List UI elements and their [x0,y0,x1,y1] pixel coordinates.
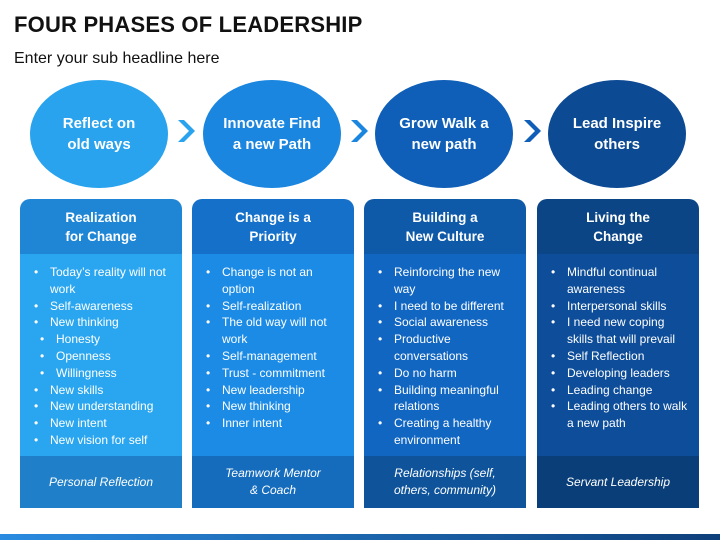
bullet-item: Building meaningful relations [372,382,518,416]
phase-card-body: Mindful continual awarenessInterpersonal… [537,254,699,456]
bullet-item: Productive conversations [372,331,518,365]
phase-circle-label: Grow Walk a new path [399,115,489,153]
phase-card-list: Reinforcing the new wayI need to be diff… [372,264,518,449]
bullet-item: Interpersonal skills [545,298,691,315]
phase-card-header-text: Living the Change [586,209,650,244]
phase-card-header-text: Realization for Change [65,209,137,244]
bullet-item: New skills [28,382,174,399]
phase-card-footer: Personal Reflection [20,456,182,508]
phase-card-list: Today’s reality will not workSelf-awaren… [28,264,174,449]
phase-card-header: Building a New Culture [364,199,526,254]
page-title: FOUR PHASES OF LEADERSHIP [14,12,363,37]
bullet-item: Openness [28,348,174,365]
phase-card-2: Change is a Priority Change is not an op… [192,199,354,508]
phase-card-body: Change is not an optionSelf-realizationT… [192,254,354,456]
phase-card-footer: Relationships (self, others, community) [364,456,526,508]
chevron-right-icon [351,120,368,142]
bullet-item: Honesty [28,331,174,348]
phase-card-footer-text: Teamwork Mentor & Coach [225,466,321,497]
bullet-item: Self-awareness [28,298,174,315]
page-subtitle: Enter your sub headline here [14,50,220,67]
phase-card-footer: Servant Leadership [537,456,699,508]
phase-card-body: Today’s reality will not workSelf-awaren… [20,254,182,456]
phase-card-header: Change is a Priority [192,199,354,254]
phase-card-4: Living the Change Mindful continual awar… [537,199,699,508]
phase-card-body: Reinforcing the new wayI need to be diff… [364,254,526,456]
bullet-item: I need to be different [372,298,518,315]
phase-card-header-text: Change is a Priority [235,209,311,244]
bullet-item: Change is not an option [200,264,346,298]
bullet-item: Social awareness [372,314,518,331]
bullet-item: New understanding [28,398,174,415]
phase-card-footer: Teamwork Mentor & Coach [192,456,354,508]
bullet-item: Trust - commitment [200,365,346,382]
phase-circle-3: Grow Walk a new path [375,80,513,188]
phase-circle-2: Innovate Find a new Path [203,80,341,188]
bullet-item: Creating a healthy environment [372,415,518,449]
phase-card-header: Realization for Change [20,199,182,254]
bullet-item: The old way will not work [200,314,346,348]
phase-card-header: Living the Change [537,199,699,254]
bullet-item: Mindful continual awareness [545,264,691,298]
phase-circle-4: Lead Inspire others [548,80,686,188]
bullet-item: Inner intent [200,415,346,432]
phase-card-footer-text: Servant Leadership [565,474,671,489]
chevron-right-icon [524,120,541,142]
phase-card-footer-text: Personal Reflection [48,474,154,489]
phase-card-list: Mindful continual awarenessInterpersonal… [545,264,691,432]
bullet-item: Reinforcing the new way [372,264,518,298]
bullet-item: New leadership [200,382,346,399]
bullet-item: Self-realization [200,298,346,315]
bullet-item: I need new coping skills that will preva… [545,314,691,348]
phase-circle-label: Lead Inspire others [572,115,662,153]
bullet-item: New intent [28,415,174,432]
phase-circle-label: Reflect on old ways [62,115,136,153]
bullet-item: Developing leaders [545,365,691,382]
phase-card-3: Building a New Culture Reinforcing the n… [364,199,526,508]
bottom-accent-bar [0,534,720,540]
bullet-item: Leading others to walk a new path [545,398,691,432]
phase-card-footer-text: Relationships (self, others, community) [393,466,497,497]
phase-circle-1: Reflect on old ways [30,80,168,188]
bullet-item: Today’s reality will not work [28,264,174,298]
bullet-item: Willingness [28,365,174,382]
bullet-item: New thinking [200,398,346,415]
phase-card-1: Realization for Change Today’s reality w… [20,199,182,508]
bullet-item: New vision for self [28,432,174,449]
chevron-right-icon [178,120,195,142]
phase-circle-label: Innovate Find a new Path [223,115,321,153]
bullet-item: New thinking [28,314,174,331]
bullet-item: Self Reflection [545,348,691,365]
bullet-item: Self-management [200,348,346,365]
phase-card-list: Change is not an optionSelf-realizationT… [200,264,346,432]
bullet-item: Leading change [545,382,691,399]
bullet-item: Do no harm [372,365,518,382]
phase-card-header-text: Building a New Culture [405,209,485,244]
